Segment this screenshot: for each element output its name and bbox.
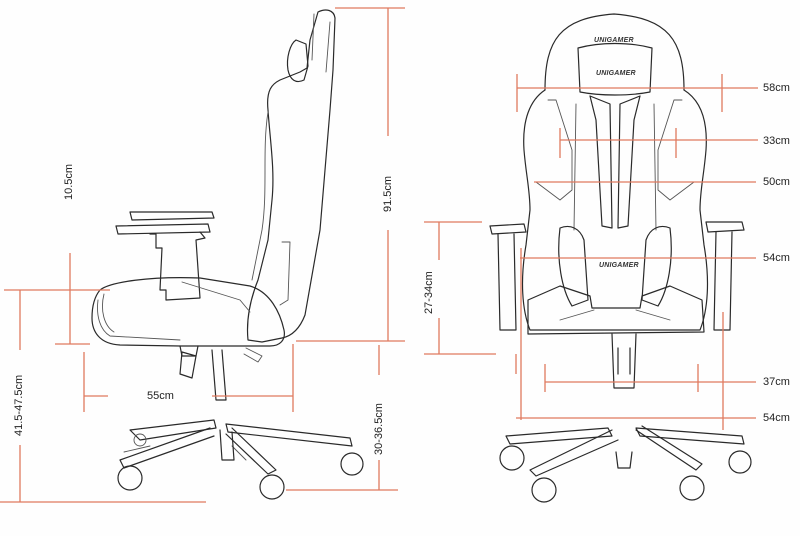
label-armrest-height: 27-34cm — [423, 271, 435, 314]
brand-label-pillow: UNIGAMER — [596, 70, 636, 77]
brand-label-lumbar: UNIGAMER — [599, 262, 639, 269]
label-seat-depth: 55cm — [147, 390, 174, 402]
side-view-dimension-lines — [0, 7, 405, 503]
label-armrest-height-adjust: 10.5cm — [63, 163, 75, 200]
label-seat-height: 41.5-47.5cm — [13, 374, 25, 436]
label-seat-width: 54cm — [763, 252, 790, 264]
label-back-width: 50cm — [763, 176, 790, 188]
brand-label-headrest: UNIGAMER — [594, 37, 634, 44]
label-seat-pan-width: 37cm — [763, 376, 790, 388]
front-view-chair — [489, 13, 752, 503]
label-lumbar-inner-width: 33cm — [763, 135, 790, 147]
side-view-chair — [91, 9, 364, 500]
label-base-width: 54cm — [763, 412, 790, 424]
label-base-to-seat-height: 30-36.5cm — [373, 403, 385, 455]
front-view-dimension-lines — [424, 74, 758, 430]
label-total-backrest-height: 91.5cm — [382, 175, 394, 212]
label-shoulder-width: 58cm — [763, 82, 790, 94]
